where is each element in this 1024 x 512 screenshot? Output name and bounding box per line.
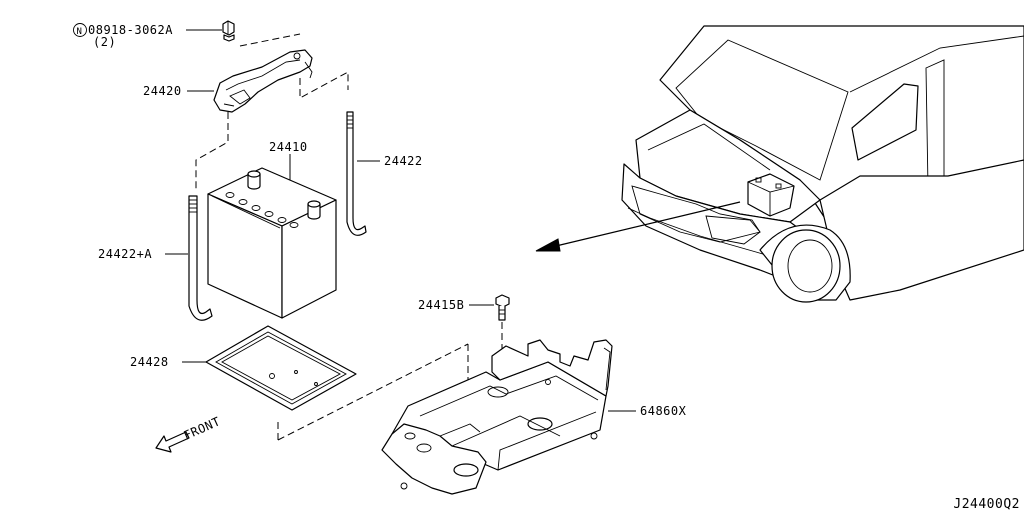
battery-bracket-64860x: 64860X	[381, 339, 687, 495]
diagram-id: J24400Q2	[953, 497, 1020, 512]
j-rod-24422-a: 24422+A	[98, 195, 213, 321]
hold-down-frame-24420: 24420	[143, 33, 349, 190]
location-arrow	[535, 201, 741, 252]
vehicle-illustration	[621, 25, 1024, 303]
nut-prefix-letter: N	[77, 27, 83, 37]
battery-24410: 24410	[207, 140, 337, 319]
battery-tray-24428: 24428	[130, 325, 469, 441]
nut-08918: N 08918-3062A (2)	[73, 20, 235, 49]
label-tray: 24428	[130, 355, 169, 369]
front-direction-indicator: FRONT	[155, 414, 223, 453]
label-bracket-bolt: 24415B	[418, 298, 464, 312]
j-rod-24422: 24422	[346, 111, 423, 236]
label-nut-part-number: 08918-3062A	[88, 23, 173, 37]
label-nut-quantity: (2)	[93, 35, 116, 49]
front-label: FRONT	[182, 414, 223, 442]
label-battery-bracket: 64860X	[640, 404, 687, 418]
label-rod-right: 24422	[384, 154, 423, 168]
bracket-bolt-24415b: 24415B	[418, 294, 510, 360]
label-hold-down-frame: 24420	[143, 84, 182, 98]
label-rod-left: 24422+A	[98, 247, 152, 261]
label-battery: 24410	[269, 140, 308, 154]
